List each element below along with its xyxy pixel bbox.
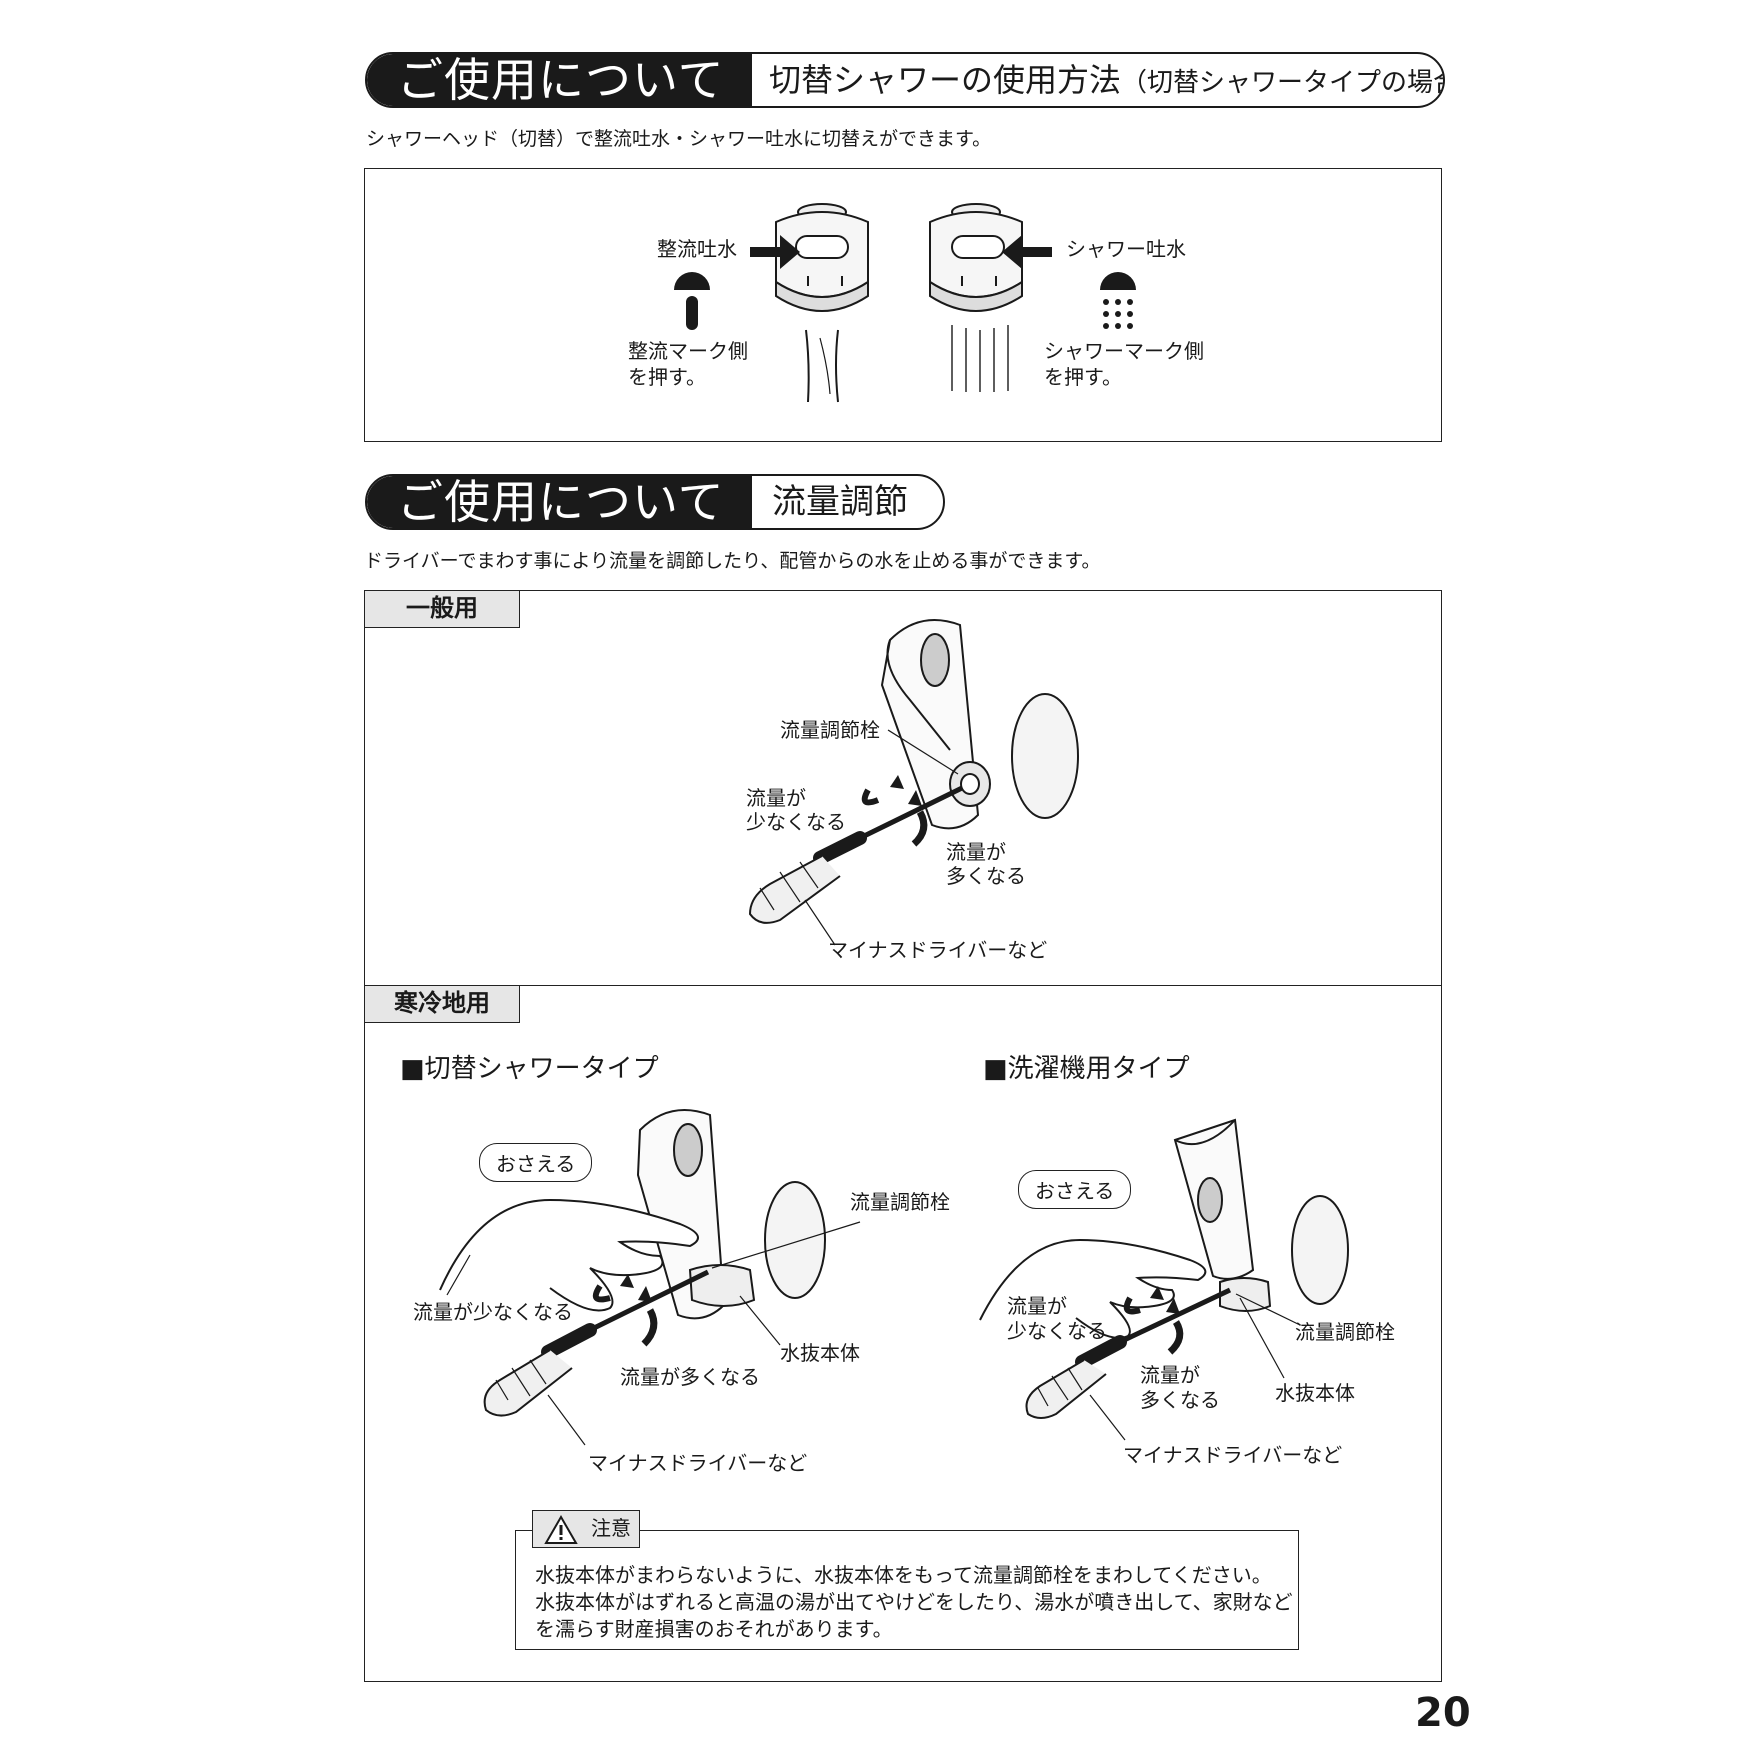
section1-lead: シャワーヘッド（切替）で整流吐水・シャワー吐水に切替えができます。 [366,128,992,150]
cold-left-less-label: 流量が少なくなる [413,1300,573,1324]
caution-box [515,1530,1299,1650]
page-number: 20 [1415,1690,1471,1736]
warning-triangle-icon [544,1514,578,1544]
cold-right-valve-label: 流量調節栓 [1295,1320,1395,1344]
shower-heads-illustration [674,203,1136,403]
section2-title: ご使用について [367,476,752,528]
shower-mark-icon [1100,272,1136,329]
cold-left-body-label: 水抜本体 [780,1341,860,1365]
shower-head-left-drawing [775,203,869,403]
press-arrow-right [1002,235,1052,269]
general-less-line2: 少なくなる [746,810,846,834]
general-driver-label: マイナスドライバーなど [828,938,1048,962]
switch-shower-type-title: ■切替シャワータイプ [400,1054,659,1084]
cold-left-more-label: 流量が多くなる [620,1365,760,1389]
caution-line-2: 水抜本体がはずれると高温の湯が出てやけどをしたり、湯水が噴き出して、家財など [535,1590,1293,1614]
flow-adjust-figure-box [364,590,1442,1682]
section1-title: ご使用について [367,54,752,106]
section2-header: ご使用について 流量調節 [365,474,945,530]
cold-right-less-line2: 少なくなる [1007,1319,1107,1343]
section2-subtitle: 流量調節 [772,482,908,522]
laminar-press-text-1: 整流マーク側 [628,339,748,363]
shower-head-right-drawing [929,203,1023,392]
cold-left-driver-label: マイナスドライバーなど [588,1451,808,1475]
caution-line-3: を濡らす財産損害のおそれがあります。 [535,1617,893,1641]
laminar-flow-label: 整流吐水 [657,237,737,261]
general-use-tab: 一般用 [364,590,520,628]
section2-lead: ドライバーでまわす事により流量を調節したり、配管からの水を止める事ができます。 [364,550,1101,572]
section1-subtitle: 切替シャワーの使用方法（切替シャワータイプの場合） [769,54,1443,106]
general-more-line1: 流量が [946,840,1006,864]
press-arrow-left [750,235,800,269]
shower-switch-figure-box [364,168,1442,442]
cold-right-more-line2: 多くなる [1140,1388,1220,1412]
caution-line-1: 水抜本体がまわらないように、水抜本体をもって流量調節栓をまわしてください。 [535,1563,1272,1587]
cold-region-tab: 寒冷地用 [364,985,520,1023]
section1-subtitle-note: （切替シャワータイプの場合） [1121,68,1443,98]
caution-label: 注意 [591,1516,631,1540]
section1-header: ご使用について 切替シャワーの使用方法（切替シャワータイプの場合） [365,52,1445,108]
general-more-line2: 多くなる [946,864,1026,888]
cold-right-body-label: 水抜本体 [1275,1381,1355,1405]
laminar-mark-icon [674,272,710,330]
shower-press-text-2: を押す。 [1044,365,1122,389]
shower-flow-label: シャワー吐水 [1066,237,1186,261]
general-less-line1: 流量が [746,786,806,810]
cold-right-hold-bubble: おさえる [1018,1170,1132,1209]
section1-subtitle-main: 切替シャワーの使用方法 [769,61,1122,99]
shower-press-text-1: シャワーマーク側 [1044,339,1204,363]
cold-right-driver-label: マイナスドライバーなど [1123,1443,1343,1467]
general-valve-label: 流量調節栓 [780,718,880,742]
washer-type-title: ■洗濯機用タイプ [983,1054,1190,1084]
cold-right-more-line1: 流量が [1140,1363,1200,1387]
cold-left-hold-bubble: おさえる [479,1143,593,1182]
laminar-press-text-2: を押す。 [628,365,706,389]
box-divider [364,985,1442,986]
cold-left-valve-label: 流量調節栓 [850,1190,950,1214]
cold-right-less-line1: 流量が [1007,1294,1067,1318]
